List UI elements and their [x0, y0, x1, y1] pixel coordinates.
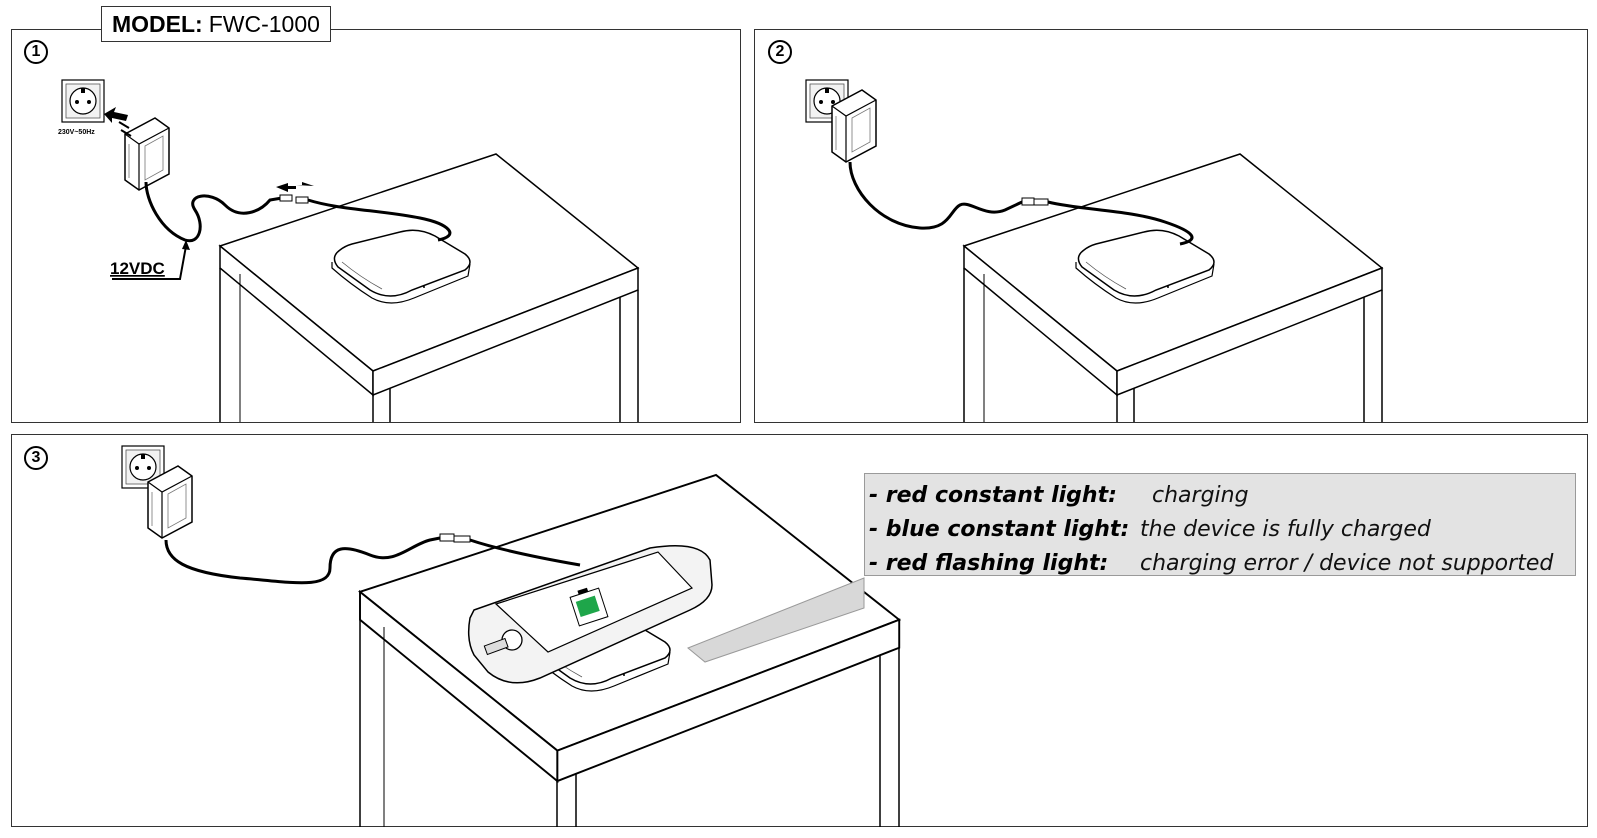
legend-row: - blue constant light: the device is ful…: [869, 512, 1575, 546]
step-3-number: 3: [24, 446, 48, 470]
legend-value: charging error / device not supported: [1140, 550, 1554, 576]
step-1-number: 1: [24, 40, 48, 64]
legend-key: - red flashing light:: [869, 550, 1109, 576]
legend-row: - red flashing light: charging error / d…: [869, 546, 1575, 580]
step-1-cable: [144, 181, 283, 243]
step-3-table: [359, 474, 901, 827]
step-1-adapter: [118, 117, 170, 191]
model-label-box: MODEL: FWC-1000: [101, 6, 331, 42]
legend-value: charging: [1152, 482, 1249, 508]
step-3-cable: [164, 536, 581, 585]
step-1-table: [219, 153, 639, 422]
voltage-label: 12VDC: [110, 259, 165, 278]
legend-value: the device is fully charged: [1140, 516, 1431, 542]
socket-voltage-label: 230V~50Hz: [58, 129, 95, 136]
step-2-table: [963, 153, 1383, 422]
model-label: MODEL:: [112, 10, 203, 37]
light-status-legend: - red constant light: charging - blue co…: [864, 473, 1576, 576]
model-value: FWC-1000: [208, 10, 320, 37]
step-2-cable: [848, 161, 1194, 246]
legend-key: - red constant light:: [869, 482, 1117, 508]
legend-row: - red constant light: charging: [869, 478, 1575, 512]
legend-key: - blue constant light:: [869, 516, 1130, 542]
step-1-socket: [61, 79, 105, 123]
step-2-number: 2: [768, 40, 792, 64]
phone-illustration: [467, 545, 713, 684]
